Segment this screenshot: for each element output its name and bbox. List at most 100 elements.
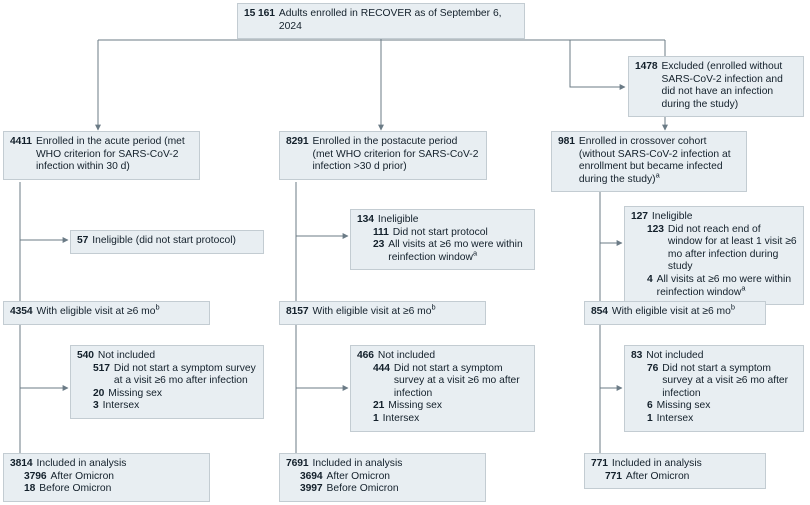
node-acute-ineligible-label: Ineligible (did not start protocol) [92, 235, 236, 246]
node-crossover-notincluded-item-count: 1 [647, 412, 653, 424]
node-crossover-ineligible-item-count: 4 [647, 273, 653, 285]
node-crossover-eligible: 854 With eligible visit at ≥6 mob [584, 301, 766, 325]
node-crossover-notincluded-item-count: 76 [647, 362, 659, 374]
node-acute-notincluded-count: 540 [77, 350, 94, 361]
node-postacute-ineligible-item-text: All visits at ≥6 mo were within reinfect… [388, 239, 523, 263]
node-postacute-included-item-label: After Omicron [326, 470, 391, 482]
node-crossover-included-item-label: After Omicron [625, 470, 690, 482]
node-postacute-ineligible-item-footnote: a [472, 248, 478, 258]
node-acute-included-count: 3814 [10, 458, 33, 469]
node-top: 15 161 Adults enrolled in RECOVER as of … [237, 3, 525, 40]
node-top-row: 15 161 Adults enrolled in RECOVER as of … [244, 8, 518, 33]
node-crossover-row: 981 Enrolled in crossover cohort (withou… [558, 136, 740, 186]
node-acute-eligible-row: 4354 With eligible visit at ≥6 mob [10, 302, 203, 319]
node-crossover-included-label: Included in analysis [611, 458, 702, 469]
node-postacute-ineligible-item-count: 23 [373, 239, 385, 251]
node-postacute-ineligible: 134 Ineligible 111 Did not start protoco… [350, 209, 535, 271]
node-postacute-included-row: 7691 Included in analysis [286, 458, 479, 471]
node-acute-notincluded-item: 3 Intersex [77, 400, 257, 413]
node-excluded-row: 1478 Excluded (enrolled without SARS-CoV… [635, 61, 797, 111]
node-crossover-notincluded-row: 83 Not included [631, 350, 797, 363]
node-acute-ineligible: 57 Ineligible (did not start protocol) [70, 230, 264, 254]
node-crossover-ineligible-item-label: All visits at ≥6 mo were within reinfect… [653, 274, 797, 299]
node-crossover-notincluded-item-label: Intersex [656, 412, 694, 424]
node-postacute-row: 8291 Enrolled in the postacute period (m… [286, 136, 480, 174]
node-acute-ineligible-count: 57 [77, 235, 89, 246]
node-crossover-notincluded-label: Not included [646, 350, 704, 361]
node-postacute-notincluded-item: 444 Did not start a symptom survey at a … [357, 363, 528, 401]
node-crossover: 981 Enrolled in crossover cohort (withou… [551, 131, 747, 193]
node-crossover-ineligible: 127 Ineligible 123 Did not reach end of … [624, 206, 804, 306]
node-postacute-eligible-label: With eligible visit at ≥6 mob [309, 302, 479, 319]
node-postacute-ineligible-count: 134 [357, 214, 374, 225]
node-postacute-eligible-footnote: b [431, 302, 436, 312]
node-crossover-included-count: 771 [591, 458, 608, 469]
node-crossover-notincluded-item-count: 6 [647, 400, 653, 412]
node-crossover-notincluded-item: 76 Did not start a symptom survey at a v… [631, 363, 797, 401]
node-postacute-included-count: 7691 [286, 458, 309, 469]
node-crossover-included: 771 Included in analysis 771 After Omicr… [584, 453, 766, 490]
node-postacute-included-label: Included in analysis [312, 458, 403, 469]
node-acute-included-row: 3814 Included in analysis [10, 458, 203, 471]
node-postacute-notincluded-item-label: Missing sex [388, 400, 443, 412]
node-crossover-ineligible-count: 127 [631, 211, 648, 222]
node-acute-included-item: 3796 After Omicron [10, 471, 203, 484]
node-postacute-included-item-count: 3997 [300, 483, 323, 495]
node-postacute-notincluded-item-count: 21 [373, 400, 385, 412]
node-crossover-ineligible-item: 123 Did not reach end of window for at l… [631, 224, 797, 274]
node-acute-notincluded: 540 Not included 517 Did not start a sym… [70, 345, 264, 419]
node-acute-notincluded-label: Not included [97, 350, 156, 361]
node-crossover-ineligible-item-label: Did not reach end of window for at least… [667, 223, 797, 273]
node-acute-included-item-count: 3796 [24, 470, 47, 482]
node-crossover-notincluded-count: 83 [631, 350, 643, 361]
node-crossover-ineligible-item: 4 All visits at ≥6 mo were within reinfe… [631, 274, 797, 299]
node-acute-included-item-count: 18 [24, 483, 36, 495]
node-crossover-notincluded-item-label: Did not start a symptom survey at a visi… [662, 362, 789, 399]
node-postacute-notincluded-row: 466 Not included [357, 350, 528, 363]
node-top-label: Adults enrolled in RECOVER as of Septemb… [278, 8, 502, 32]
node-acute-eligible-count: 4354 [10, 306, 33, 317]
node-postacute-eligible: 8157 With eligible visit at ≥6 mob [279, 301, 486, 325]
node-acute-eligible-label: With eligible visit at ≥6 mob [33, 302, 203, 319]
node-crossover-included-item-count: 771 [605, 470, 622, 482]
node-crossover-included-row: 771 Included in analysis [591, 458, 759, 471]
node-postacute-included-item-count: 3694 [300, 470, 323, 482]
node-acute-notincluded-item-count: 3 [93, 400, 99, 412]
node-postacute-notincluded-item: 21 Missing sex [357, 400, 528, 413]
node-acute-count: 4411 [10, 136, 32, 147]
node-excluded: 1478 Excluded (enrolled without SARS-CoV… [628, 56, 804, 118]
node-acute-notincluded-item: 517 Did not start a symptom survey at a … [77, 363, 257, 388]
node-postacute-included-item: 3997 Before Omicron [286, 483, 479, 496]
node-crossover-ineligible-label: Ineligible [651, 211, 693, 222]
node-postacute-ineligible-item-count: 111 [373, 226, 389, 238]
node-postacute-ineligible-item: 111 Did not start protocol [357, 227, 528, 240]
node-acute-notincluded-item-label: Missing sex [108, 387, 163, 399]
node-acute-ineligible-row: 57 Ineligible (did not start protocol) [77, 235, 257, 248]
node-acute-included-label: Included in analysis [36, 458, 127, 469]
node-crossover-ineligible-item-count: 123 [647, 223, 664, 235]
node-crossover-eligible-label-text: With eligible visit at ≥6 mo [611, 306, 731, 317]
node-acute-notincluded-item-label: Did not start a symptom survey at a visi… [113, 362, 256, 387]
node-postacute-notincluded-item-count: 1 [373, 412, 379, 424]
node-postacute-notincluded-item-label: Did not start a symptom survey at a visi… [393, 362, 520, 399]
node-crossover-notincluded-item-label: Missing sex [656, 400, 711, 412]
node-crossover-included-item: 771 After Omicron [591, 471, 759, 484]
node-postacute-ineligible-item-label: All visits at ≥6 mo were within reinfect… [384, 239, 528, 264]
node-postacute-ineligible-item-label: Did not start protocol [392, 226, 488, 238]
node-crossover-eligible-count: 854 [591, 306, 608, 317]
node-crossover-label: Enrolled in crossover cohort (without SA… [575, 136, 740, 186]
node-acute-included-item-label: Before Omicron [39, 483, 112, 495]
node-crossover-eligible-label: With eligible visit at ≥6 mob [608, 303, 759, 319]
node-postacute-notincluded: 466 Not included 444 Did not start a sym… [350, 345, 535, 432]
node-crossover-ineligible-item-text: All visits at ≥6 mo were within reinfect… [656, 273, 792, 298]
node-postacute-ineligible-item: 23 All visits at ≥6 mo were within reinf… [357, 239, 528, 264]
node-acute-eligible-footnote: b [155, 302, 160, 312]
node-postacute-ineligible-label: Ineligible [377, 214, 419, 225]
node-postacute-eligible-count: 8157 [286, 306, 309, 317]
node-acute-notincluded-row: 540 Not included [77, 350, 257, 363]
node-postacute-notincluded-item-count: 444 [373, 362, 390, 374]
node-crossover-label-text: Enrolled in crossover cohort (without SA… [578, 136, 731, 185]
node-acute-included-item-label: After Omicron [50, 470, 115, 482]
node-acute-eligible: 4354 With eligible visit at ≥6 mob [3, 301, 210, 325]
